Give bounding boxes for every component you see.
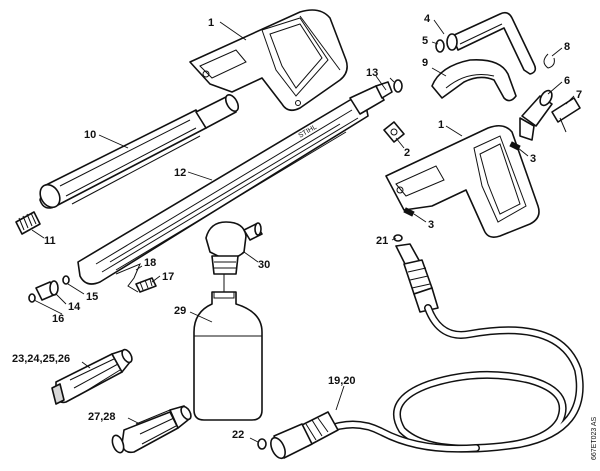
callout-7: 7: [576, 89, 582, 101]
callout-19-20: 19,20: [328, 375, 356, 387]
part-19-20-hose: [270, 304, 584, 460]
part-18-wire-clip: [115, 263, 141, 293]
part-23-26-nozzle: [51, 348, 133, 405]
part-29-bottle: [193, 291, 263, 421]
callout-3-lower: 3: [428, 219, 434, 231]
callout-30: 30: [258, 259, 270, 271]
part-12-lance: STIHL: [77, 81, 393, 285]
diagram-code: 667ET023 AS: [591, 416, 598, 460]
part-15-o-ring: [62, 275, 70, 285]
callout-17: 17: [162, 271, 174, 283]
part-8-clip: [543, 53, 555, 69]
part-7-clip: [551, 97, 581, 133]
callout-labels: 1 4 5 8 9 13 6 7 1 10 2 3 12 3 21 11 30 …: [12, 13, 582, 441]
callout-13: 13: [366, 67, 378, 79]
callout-3-upper: 3: [530, 153, 536, 165]
part-1-handle-right: [385, 124, 540, 238]
callout-16: 16: [52, 313, 64, 325]
callout-11: 11: [44, 235, 56, 247]
callout-4: 4: [424, 13, 431, 25]
callout-27-28: 27,28: [88, 411, 116, 423]
part-9-guard: [431, 58, 517, 102]
callout-10: 10: [84, 129, 96, 141]
callout-9: 9: [422, 57, 428, 69]
part-17-spring: [135, 277, 157, 293]
callout-18: 18: [144, 257, 156, 269]
callout-15: 15: [86, 291, 98, 303]
part-5-nut: [435, 39, 445, 53]
callout-2: 2: [404, 147, 410, 159]
hose-end-fitting: [395, 243, 439, 313]
part-3-screw-upper: [509, 141, 521, 151]
part-30-foam-head: [205, 221, 263, 298]
callout-23-26: 23,24,25,26: [12, 353, 70, 365]
part-14-adapter: [35, 280, 59, 301]
part-4-connector-pipe: [446, 11, 537, 75]
part-16-o-ring: [28, 293, 36, 303]
callout-29: 29: [174, 305, 186, 317]
part-2-bracket: [383, 121, 405, 143]
part-21-o-ring: [393, 234, 403, 242]
part-3-screw-lower: [403, 207, 415, 217]
callout-5: 5: [422, 35, 428, 47]
part-22-o-ring: [257, 438, 267, 450]
callout-12: 12: [174, 167, 186, 179]
part-11-spring: [15, 211, 41, 235]
part-10-extension-tube: [39, 94, 240, 209]
callout-1-right: 1: [438, 119, 444, 131]
part-27-28-nozzle: [111, 405, 192, 454]
part-13-o-ring: [393, 79, 403, 93]
part-6-fitting: [519, 89, 553, 141]
callout-21: 21: [376, 235, 388, 247]
callout-6: 6: [564, 75, 570, 87]
callout-1-top: 1: [208, 17, 214, 29]
leader-lines: [31, 19, 575, 443]
callout-8: 8: [564, 41, 570, 53]
callout-14: 14: [68, 301, 81, 313]
callout-22: 22: [232, 429, 244, 441]
part-1-handle-top: [189, 9, 348, 112]
